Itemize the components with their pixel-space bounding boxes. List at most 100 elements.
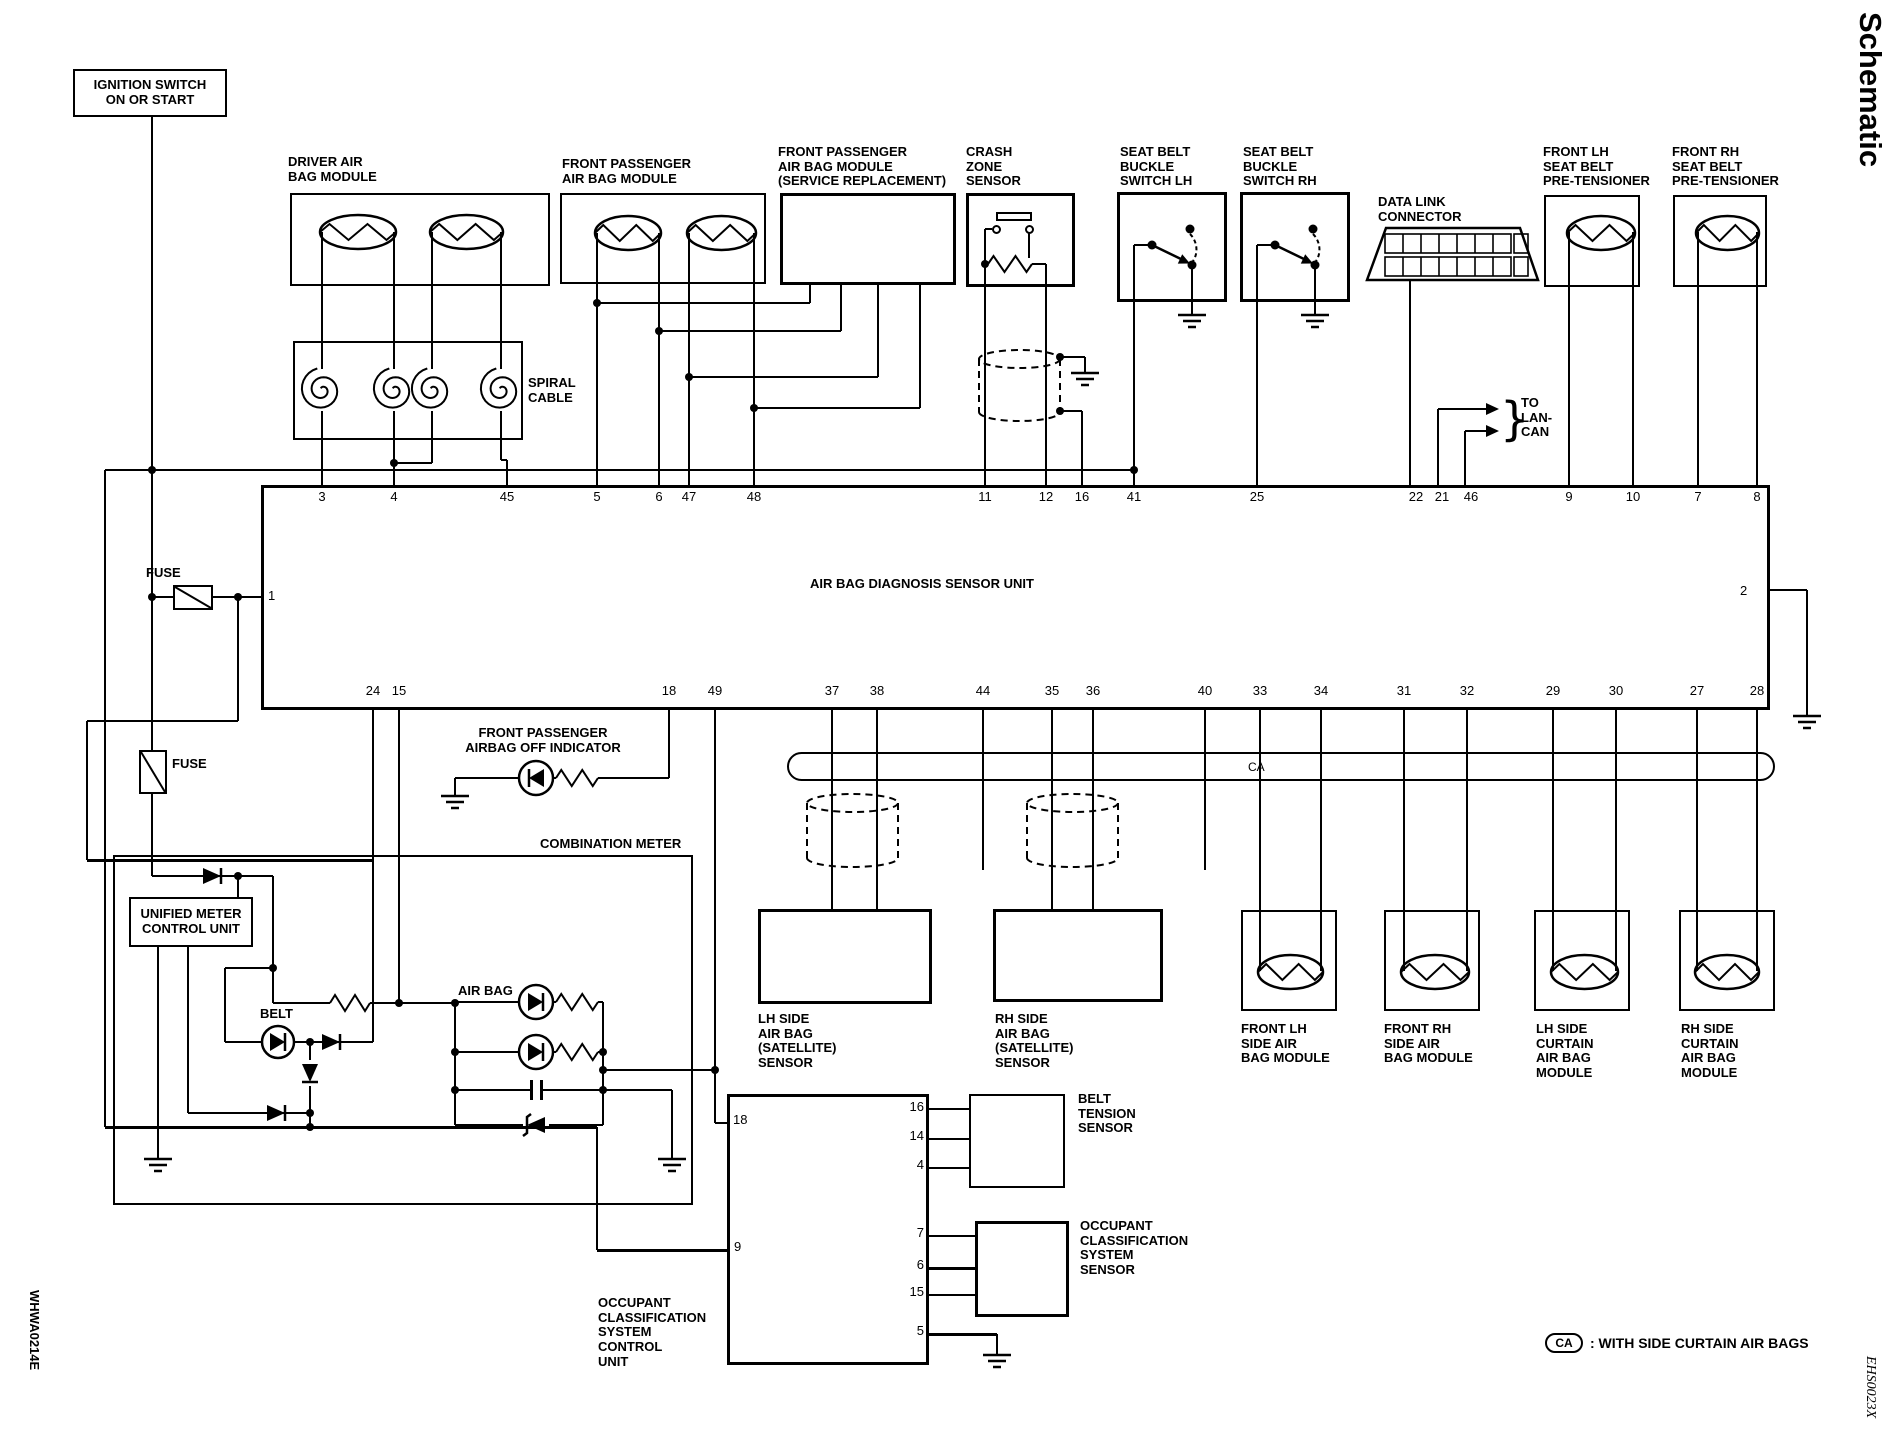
wire [1028, 233, 1030, 258]
wire [549, 1124, 603, 1126]
pin-label: 18 [733, 1112, 748, 1127]
pin-label: 46 [1463, 489, 1479, 504]
page-title: Schematic [1853, 12, 1888, 168]
ca-bus-outline [787, 752, 1775, 781]
pin-label: 48 [746, 489, 762, 504]
wire [597, 302, 810, 304]
crash-sensor-label: CRASH ZONE SENSOR [966, 144, 1021, 189]
pin-label: 29 [1545, 683, 1561, 698]
pin-label: 16 [1074, 489, 1090, 504]
pin-label: 7 [916, 1225, 924, 1240]
airbag-lamp-label: AIR BAG [458, 983, 513, 998]
wire [225, 1041, 262, 1043]
squib-icon [1399, 953, 1471, 991]
wire [602, 1002, 604, 1125]
wire [603, 1089, 672, 1091]
wire [455, 777, 519, 779]
wire [237, 597, 239, 721]
pin-label: 11 [978, 489, 992, 504]
resistor-icon [329, 993, 371, 1013]
squib-icon [1256, 953, 1325, 991]
resistor-icon [987, 254, 1033, 274]
rh-curtain-module-box [1679, 910, 1775, 1011]
ocs-sensor-label: OCCUPANT CLASSIFICATION SYSTEM SENSOR [1080, 1218, 1189, 1278]
pretensioner-lh-label: FRONT LH SEAT BELT PRE-TENSIONER [1543, 144, 1650, 189]
diode-icon [203, 868, 223, 884]
pin-label: 9 [734, 1239, 742, 1254]
ca-legend-text: : WITH SIDE CURTAIN AIR BAGS [1590, 1335, 1809, 1351]
data-link-label: DATA LINK CONNECTOR [1378, 194, 1462, 224]
lamp-icon [517, 1033, 555, 1071]
front-lh-side-module-label: FRONT LH SIDE AIR BAG MODULE [1241, 1021, 1330, 1066]
pin-label: 47 [681, 489, 697, 504]
off-indicator-label: FRONT PASSENGER AIRBAG OFF INDICATOR [465, 725, 621, 755]
capacitor-icon [540, 1080, 543, 1100]
wire [1615, 710, 1617, 971]
wire [603, 1069, 715, 1071]
pin-label: 21 [1434, 489, 1450, 504]
squib-icon [1565, 214, 1637, 252]
ground-icon [658, 1157, 686, 1173]
wire [1756, 232, 1758, 485]
junction-dot [593, 299, 601, 307]
wire [1437, 409, 1439, 485]
wire [1092, 710, 1094, 909]
wire [1259, 710, 1261, 971]
wire [105, 469, 1134, 471]
wire [1438, 408, 1497, 410]
pin-label: 25 [1249, 489, 1265, 504]
wire [659, 330, 841, 332]
shield-icon [1026, 793, 1119, 868]
wire [985, 228, 992, 230]
squib-icon [428, 213, 505, 251]
wire [929, 1167, 969, 1169]
wire [982, 710, 984, 870]
wire [394, 462, 432, 464]
lamp-icon [517, 759, 555, 797]
ground-icon [1793, 714, 1821, 730]
ca-bus-label: CA [1248, 760, 1265, 774]
wire [321, 411, 323, 485]
ignition-switch-box: IGNITION SWITCH ON OR START [73, 69, 227, 117]
shield-icon [806, 793, 899, 868]
wire [876, 710, 878, 909]
unified-meter-control-unit-box: UNIFIED METER CONTROL UNIT [129, 897, 253, 947]
pin-label: 35 [1044, 683, 1060, 698]
wire [187, 947, 189, 1113]
wire [87, 720, 238, 722]
front-lh-side-module-box [1241, 910, 1337, 1011]
wire [455, 1051, 519, 1053]
wire [598, 777, 669, 779]
pin-label: 31 [1396, 683, 1412, 698]
wire [87, 858, 373, 862]
wire [929, 1108, 969, 1110]
pin-label: 37 [824, 683, 840, 698]
wire [1466, 710, 1468, 971]
figure-code-right: EHS0023X [1863, 1356, 1878, 1419]
rh-satellite-label: RH SIDE AIR BAG (SATELLITE) SENSOR [995, 1011, 1074, 1071]
wire [455, 1124, 523, 1126]
junction-dot [599, 1048, 607, 1056]
junction-dot [234, 593, 242, 601]
squib-icon [1693, 953, 1761, 991]
junction-dot [306, 1109, 314, 1117]
junction-dot [599, 1086, 607, 1094]
wire [1256, 245, 1258, 485]
umcu-label: UNIFIED METER CONTROL UNIT [140, 906, 242, 936]
wire [984, 229, 986, 485]
pretensioner-lh-box [1544, 195, 1640, 287]
wire [273, 1002, 330, 1004]
junction-dot [234, 872, 242, 880]
pin-label: 1 [268, 588, 276, 603]
pin-label: 4 [916, 1157, 924, 1172]
wire [715, 1122, 727, 1124]
wire [398, 710, 400, 1003]
wire [372, 710, 374, 1042]
wire [1464, 431, 1466, 485]
wire [877, 285, 879, 377]
wire [309, 1042, 311, 1060]
pin-label: 24 [365, 683, 381, 698]
ground-icon [144, 1157, 172, 1173]
junction-dot [148, 466, 156, 474]
wire [455, 1089, 531, 1091]
